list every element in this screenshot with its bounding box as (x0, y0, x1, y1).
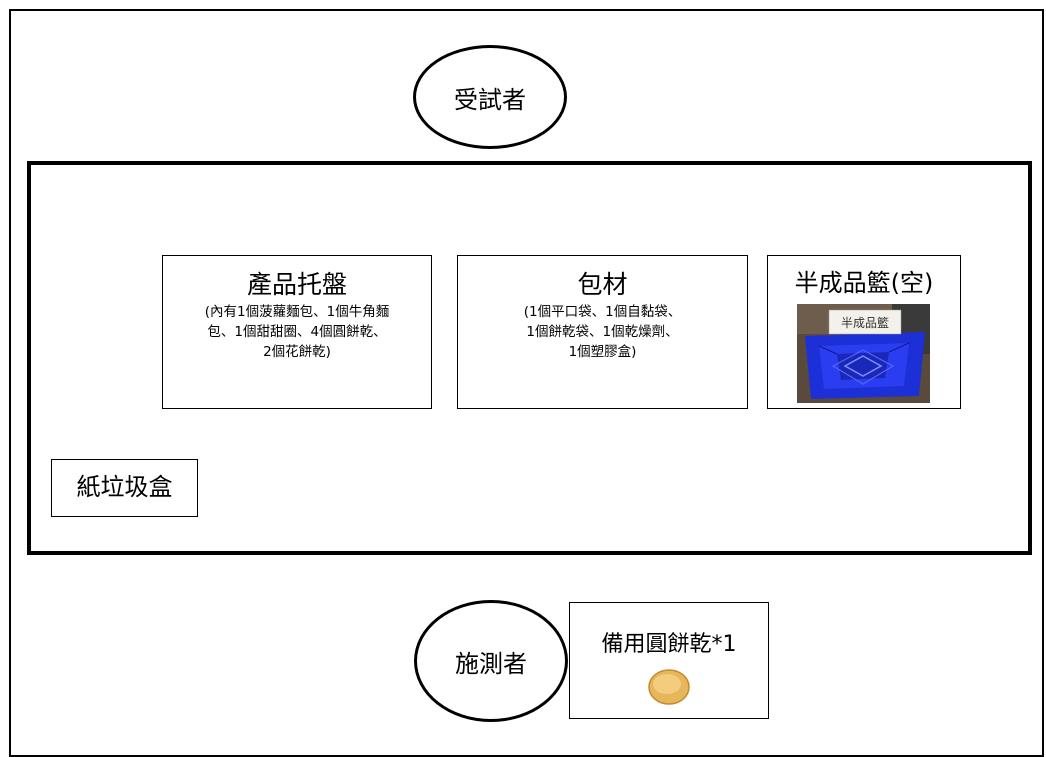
packaging-material-title: 包材 (577, 270, 628, 299)
basket-sign-text: 半成品籃 (841, 315, 889, 330)
packaging-material-line: 1個餅乾袋、1個乾燥劑、 (526, 324, 679, 340)
product-tray-line: 包、1個甜甜圈、4個圓餅乾、 (207, 324, 387, 340)
spare-cookie-title: 備用圓餅乾*1 (601, 632, 737, 657)
semi-product-basket-title: 半成品籃(空) (794, 269, 934, 297)
product-tray-box: 產品托盤 (內有1個菠蘿麵包、1個牛角麵 包、1個甜甜圈、4個圓餅乾、 2個花餅… (162, 255, 432, 409)
blue-basket-photo: 半成品籃 (797, 304, 930, 403)
product-tray-title: 產品托盤 (246, 270, 347, 299)
subject-label: 受試者 (454, 85, 526, 114)
packaging-material-line: 1個塑膠盒) (568, 344, 637, 360)
tester-label: 施測者 (455, 649, 527, 678)
subject-ellipse: 受試者 (413, 45, 567, 149)
product-tray-line: (內有1個菠蘿麵包、1個牛角麵 (204, 304, 390, 320)
product-tray-line: 2個花餅乾) (263, 344, 331, 360)
packaging-material-box: 包材 (1個平口袋、1個自黏袋、 1個餅乾袋、1個乾燥劑、 1個塑膠盒) (457, 255, 748, 409)
paper-trash-label: 紙垃圾盒 (76, 473, 173, 501)
packaging-material-line: (1個平口袋、1個自黏袋、 (523, 304, 682, 320)
work-table (27, 161, 1032, 555)
packaging-material-desc: (1個平口袋、1個自黏袋、 1個餅乾袋、1個乾燥劑、 1個塑膠盒) (458, 302, 747, 362)
spare-cookie-box: 備用圓餅乾*1 (569, 602, 769, 719)
cookie-icon (648, 669, 690, 705)
paper-trash-box: 紙垃圾盒 (51, 459, 198, 517)
product-tray-desc: (內有1個菠蘿麵包、1個牛角麵 包、1個甜甜圈、4個圓餅乾、 2個花餅乾) (163, 302, 431, 362)
tester-ellipse: 施測者 (414, 600, 568, 722)
